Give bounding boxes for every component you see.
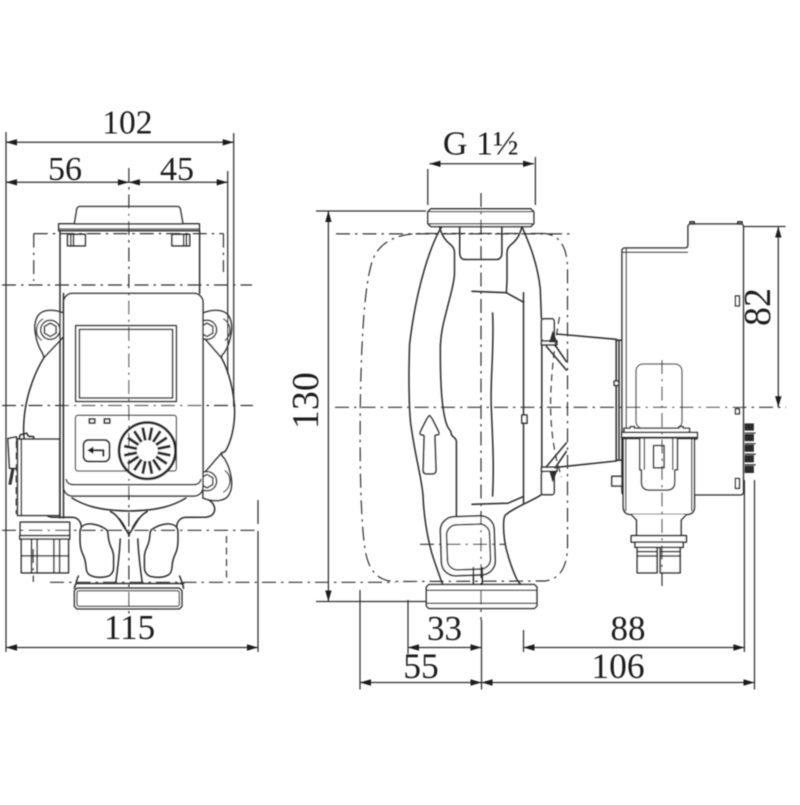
svg-text:55: 55 bbox=[403, 646, 439, 686]
svg-text:115: 115 bbox=[104, 608, 155, 647]
svg-text:G 1½: G 1½ bbox=[443, 126, 519, 163]
svg-text:33: 33 bbox=[427, 609, 462, 648]
svg-text:88: 88 bbox=[611, 609, 646, 648]
svg-text:56: 56 bbox=[48, 151, 82, 188]
svg-text:45: 45 bbox=[160, 151, 194, 188]
svg-text:82: 82 bbox=[737, 288, 779, 326]
svg-text:106: 106 bbox=[591, 646, 644, 686]
svg-text:130: 130 bbox=[285, 372, 327, 429]
svg-text:102: 102 bbox=[102, 105, 152, 142]
